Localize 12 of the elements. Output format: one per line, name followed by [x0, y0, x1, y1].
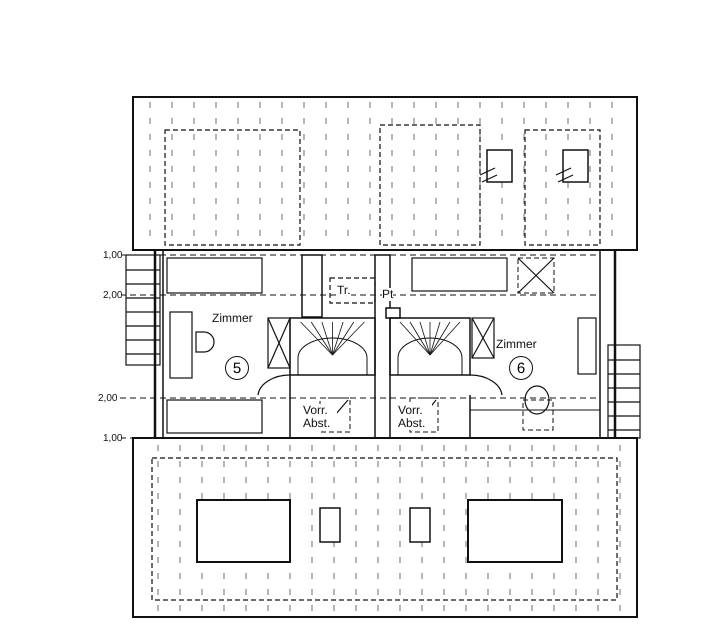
dimension-label: 2,00 [103, 290, 122, 301]
room-label: Vorr. Abst. [398, 404, 432, 430]
room-label: Pt [382, 288, 394, 302]
room-number: 5 [225, 356, 249, 380]
room-label: Zimmer [496, 338, 537, 352]
dimension-label: 2,00 [98, 393, 118, 404]
room-label: Vorr. Abst. [303, 404, 337, 430]
dimension-label: 1,00 [103, 250, 122, 261]
room-label: Tr. [337, 284, 351, 298]
room-number: 6 [509, 356, 533, 380]
dimension-label: 1,00 [103, 433, 122, 444]
room-label: Zimmer [212, 312, 253, 326]
